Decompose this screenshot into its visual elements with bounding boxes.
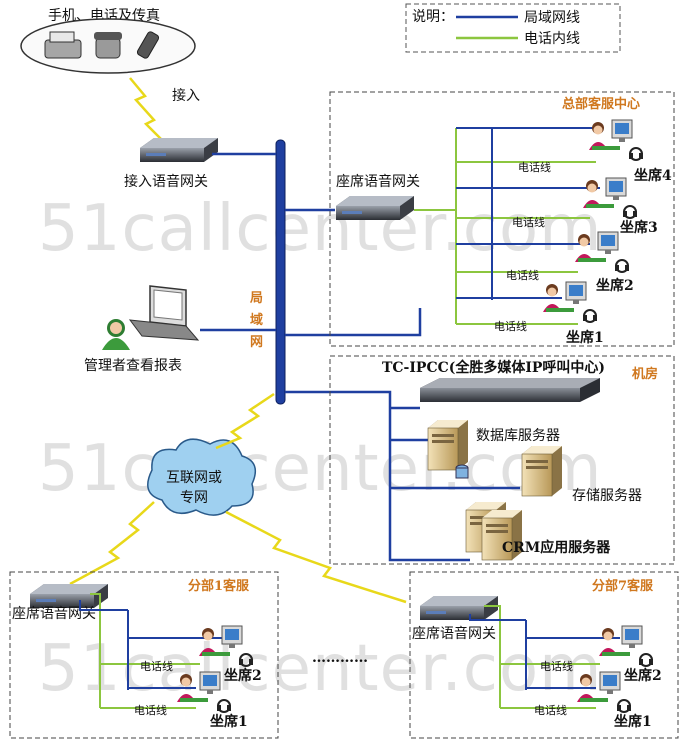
branch1-seat-2-label: 坐席2 — [224, 667, 262, 684]
hq-center: 总部客服中心 座席语音网关 电话线 电话线 电话线 电话线 坐席4 坐席3 坐席… — [329, 91, 675, 347]
lan-label-3: 网 — [250, 335, 263, 350]
branch-1: 分部1客服 座席语音网关 电话线 电话线 坐席2 坐席1 — [9, 571, 279, 739]
server-room-title: TC-IPCC(全胜多媒体IP呼叫中心) — [382, 359, 605, 376]
hq-seat-1-icon — [542, 281, 598, 323]
db-server-label: 数据库服务器 — [476, 428, 560, 444]
hq-seat-2-label: 坐席2 — [596, 277, 634, 294]
hq-phone-line-3: 电话线 — [512, 215, 545, 229]
access-lightning — [129, 77, 165, 143]
lan-backbone — [275, 139, 286, 405]
crm-server-label: CRM应用服务器 — [502, 539, 611, 556]
lan-label-2: 域 — [250, 312, 263, 328]
cloud-label-1: 互联网或 — [166, 470, 222, 486]
watermark-3: 51callcenter.com — [38, 632, 602, 706]
cloud-label-2: 专网 — [180, 490, 208, 506]
lan-links — [200, 152, 520, 562]
hq-phone-line-1: 电话线 — [494, 319, 527, 333]
branch7-seat-2-icon — [598, 625, 654, 667]
watermark-2: 51callcenter.com — [38, 432, 602, 506]
legend-lan-label: 局域网线 — [524, 10, 580, 26]
storage-server-icon — [521, 445, 563, 497]
branch1-phone-line-2: 电话线 — [140, 659, 173, 673]
branch7-phone-line-2: 电话线 — [540, 659, 573, 673]
admin-label: 管理者查看报表 — [84, 358, 182, 374]
branch-7: 分部7客服 座席语音网关 电话线 电话线 坐席2 坐席1 — [409, 571, 679, 739]
admin-person-icon — [102, 319, 130, 350]
server-room: TC-IPCC(全胜多媒体IP呼叫中心) 机房 数据库服务器 存储服务器 CRM… — [329, 355, 675, 565]
ipcc-rack-icon — [420, 378, 600, 402]
branch7-gateway-icon — [420, 596, 498, 620]
branch1-phone-line-1: 电话线 — [134, 703, 167, 717]
branch7-seat-1-label: 坐席1 — [614, 713, 652, 730]
internet-cloud: 互联网或 专网 — [147, 438, 257, 516]
hq-gateway-label: 座席语音网关 — [336, 173, 420, 190]
device-ellipse — [20, 18, 196, 74]
mobile-icon — [136, 31, 160, 59]
hq-title: 总部客服中心 — [562, 96, 640, 112]
access-gateway-label: 接入语音网关 — [124, 173, 208, 190]
db-server-icon — [427, 419, 469, 471]
branch1-gateway-icon — [30, 584, 108, 608]
branch1-gateway-label: 座席语音网关 — [12, 605, 96, 622]
hq-phone-line-4: 电话线 — [518, 160, 551, 174]
hq-gateway-icon — [336, 196, 414, 220]
hq-seat-4-icon — [588, 119, 644, 161]
legend: 说明： 局域网线 电话内线 — [405, 3, 621, 53]
fax-icon — [44, 31, 82, 59]
branch7-phone-line-1: 电话线 — [534, 703, 567, 717]
branch-ellipsis: ………… — [312, 650, 368, 666]
hq-seat-3-label: 坐席3 — [620, 219, 658, 236]
access-gateway-icon — [140, 138, 218, 162]
branch7-gateway-label: 座席语音网关 — [412, 625, 496, 642]
storage-server-label: 存储服务器 — [572, 488, 642, 504]
lan-label-1: 局 — [250, 291, 263, 306]
db-cylinder-icon — [455, 464, 469, 479]
wan-lightning — [69, 392, 407, 604]
access-label: 接入 — [172, 87, 200, 104]
hq-seat-1-label: 坐席1 — [566, 329, 604, 346]
branch7-title: 分部7客服 — [592, 578, 654, 594]
branch1-seat-1-label: 坐席1 — [210, 713, 248, 730]
hq-seat-4-label: 坐席4 — [634, 167, 672, 184]
server-room-label: 机房 — [632, 366, 658, 382]
admin-laptop — [102, 285, 200, 350]
legend-title: 说明： — [412, 9, 454, 25]
branch1-title: 分部1客服 — [188, 578, 250, 594]
branch7-seat-2-label: 坐席2 — [624, 667, 662, 684]
legend-phone-label: 电话内线 — [524, 31, 580, 47]
hq-phone-line-2: 电话线 — [506, 268, 539, 282]
watermark-1: 51callcenter.com — [38, 192, 602, 266]
phone-icon — [94, 32, 122, 59]
